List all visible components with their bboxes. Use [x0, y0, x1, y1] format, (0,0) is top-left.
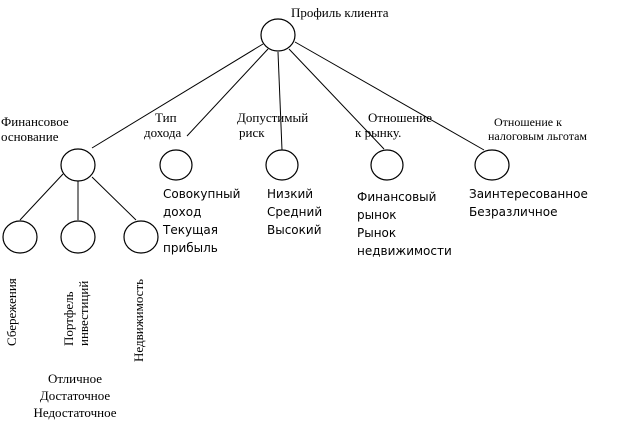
node-market: [370, 149, 404, 181]
node-real-estate: [123, 220, 159, 254]
income-option-4: прибыль: [163, 241, 218, 255]
edge-root-market: [288, 48, 385, 150]
income-type-title: Тип дохода: [144, 110, 181, 140]
node-portfolio: [60, 220, 96, 254]
edge-financial-realestate: [91, 176, 137, 221]
root-title: Профиль клиента: [291, 5, 389, 20]
income-option-2: доход: [163, 205, 202, 219]
edge-root-income: [186, 48, 269, 137]
market-option-4: недвижимости: [357, 244, 452, 258]
real-estate-label: Недвижимость: [131, 279, 146, 362]
risk-title-line-2: риск: [239, 125, 265, 140]
tax-options: Заинтересованное Безразличное: [469, 185, 588, 221]
edge-financial-savings: [19, 173, 64, 221]
tax-title: Отношение к налоговым льготам: [488, 115, 587, 143]
node-risk: [265, 149, 299, 181]
risk-option-3: Высокий: [267, 223, 322, 237]
nodes: [2, 18, 510, 254]
savings-label: Сбережения: [4, 278, 19, 346]
node-tax: [474, 149, 510, 181]
risk-title-line-1: Допустимый: [237, 110, 309, 125]
assessment-option-2: Достаточное: [39, 388, 111, 403]
real-estate-label-line-1: Недвижимость: [131, 278, 146, 362]
income-option-1: Совокупный: [163, 187, 241, 201]
portfolio-label: Портфель инвестиций: [61, 281, 91, 346]
income-option-3: Текущая: [163, 223, 218, 237]
income-type-options: Совокупный доход Текущая прибыль: [163, 185, 240, 257]
tax-option-2: Безразличное: [469, 205, 558, 219]
tax-title-line-1: Отношение к: [494, 115, 562, 129]
portfolio-label-line-2: инвестиций: [76, 280, 91, 346]
assessment-option-1: Отличное: [47, 371, 103, 386]
market-title-line-1: Отношение: [368, 110, 432, 125]
connectors: [19, 41, 485, 221]
node-income-type: [159, 149, 193, 181]
risk-title: Допустимый риск: [237, 110, 308, 140]
savings-label-line-1: Сбережения: [4, 278, 19, 346]
risk-option-1: Низкий: [267, 187, 314, 201]
assessment-option-3: Недостаточное: [33, 405, 117, 420]
risk-options: Низкий Средний Высокий: [267, 185, 322, 239]
node-savings: [2, 220, 38, 254]
tax-title-line-2: налоговым льготам: [488, 129, 588, 143]
node-root: [260, 18, 296, 52]
edge-root-risk: [277, 51, 283, 151]
risk-option-2: Средний: [267, 205, 323, 219]
financial-basis-title-line-1: Финансовое: [1, 114, 69, 129]
financial-basis-title-line-2: основание: [1, 129, 59, 144]
node-financial-basis: [60, 148, 96, 182]
edge-root-financial: [91, 43, 264, 149]
portfolio-label-line-1: Портфель: [61, 291, 76, 346]
market-option-3: Рынок: [357, 226, 397, 240]
market-options: Финансовый рынок Рынок недвижимости: [357, 188, 452, 260]
market-option-1: Финансовый: [357, 190, 437, 204]
income-type-title-line-1: Тип: [155, 110, 177, 125]
assessment-options: Отличное Достаточное Недостаточное: [15, 370, 135, 421]
market-option-2: рынок: [357, 208, 397, 222]
market-title: Отношение к рынку.: [355, 110, 432, 140]
market-title-line-2: к рынку.: [355, 125, 402, 140]
edge-root-tax: [294, 41, 485, 151]
financial-basis-title: Финансовое основание: [1, 114, 69, 144]
tax-option-1: Заинтересованное: [469, 187, 588, 201]
income-type-title-line-2: дохода: [144, 125, 182, 140]
